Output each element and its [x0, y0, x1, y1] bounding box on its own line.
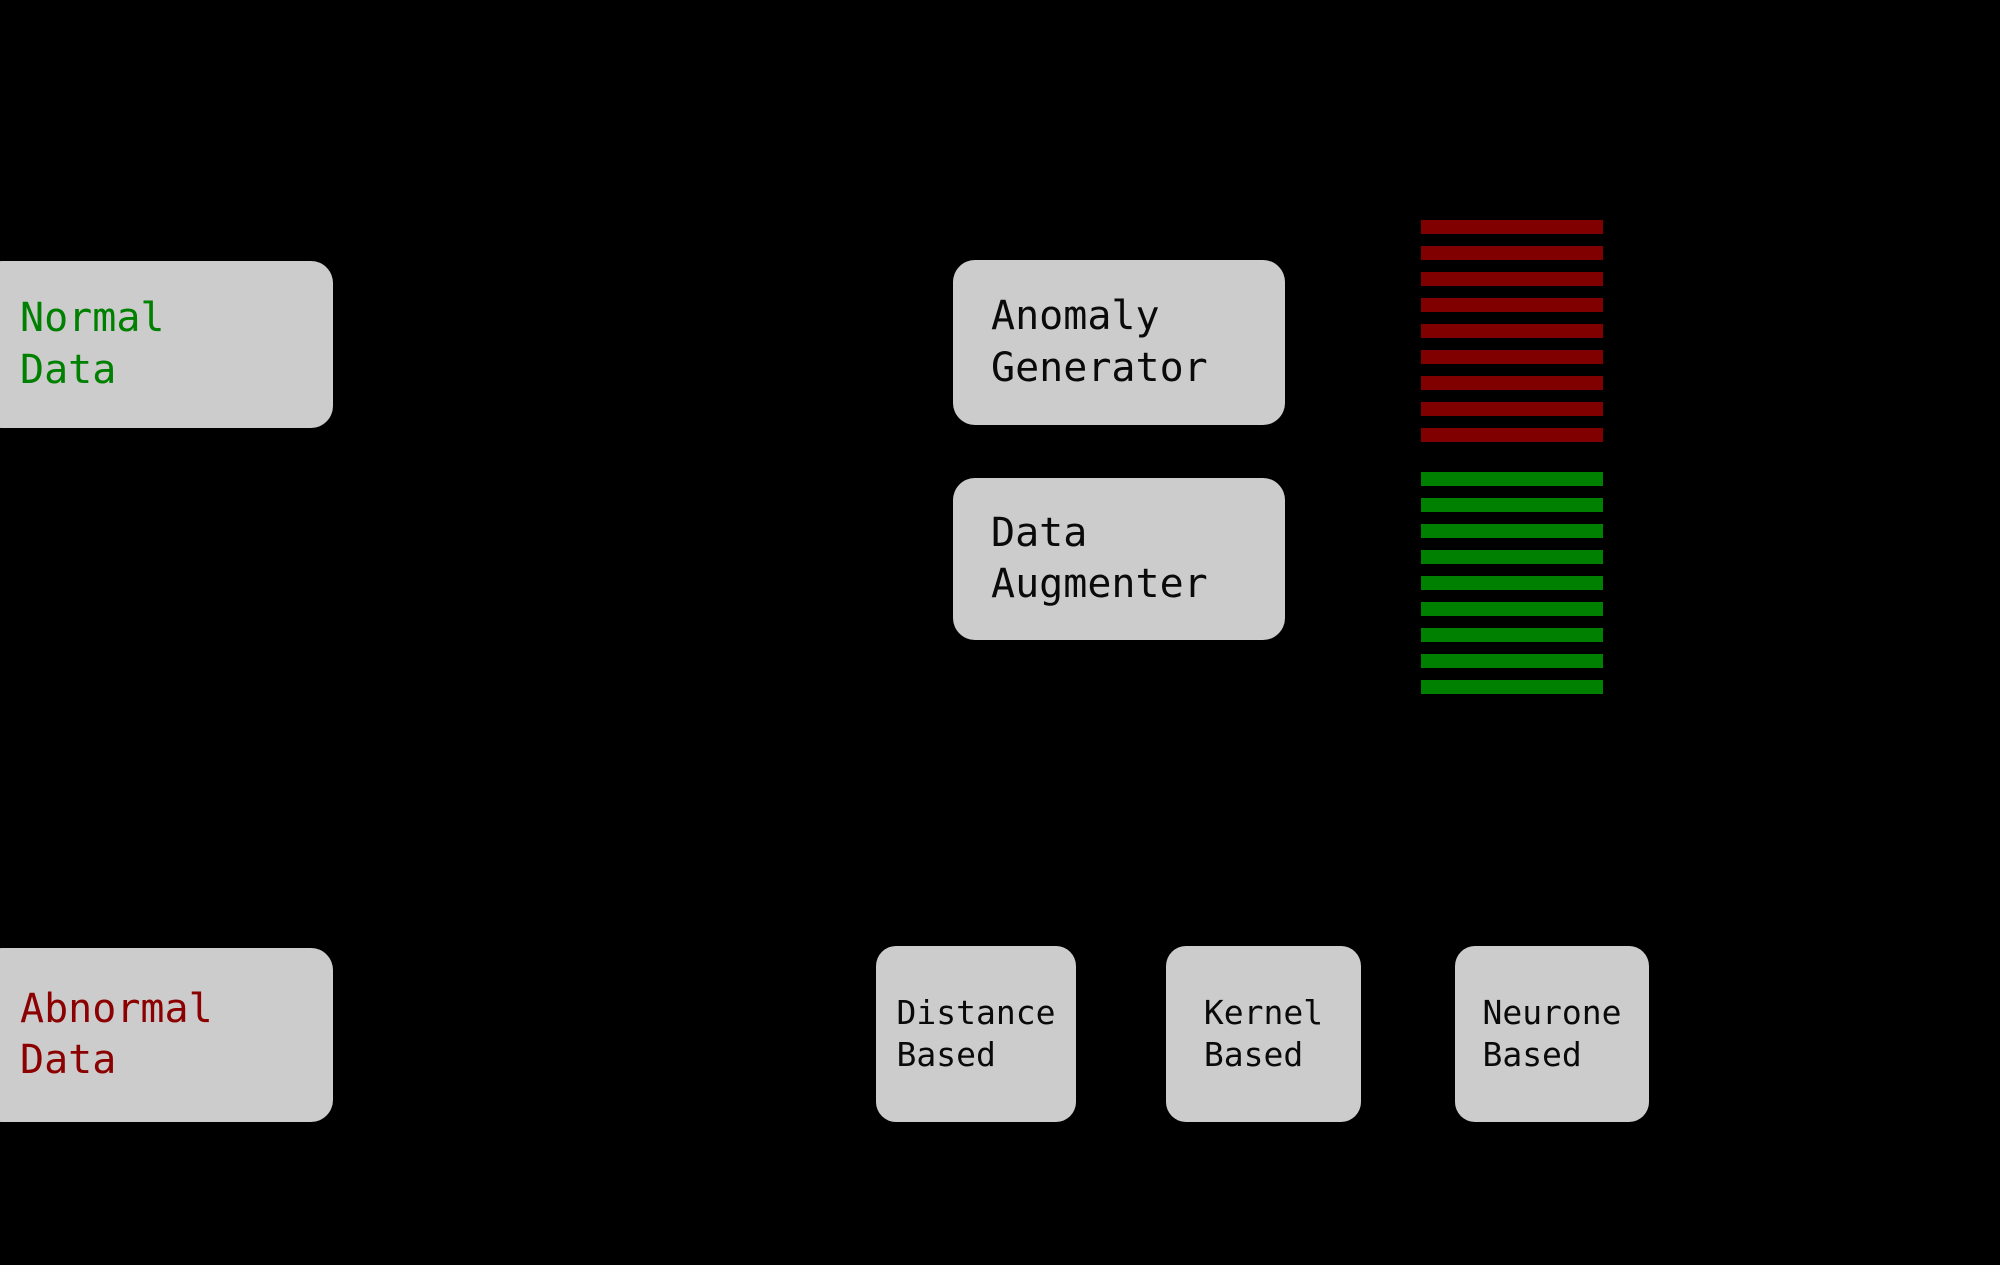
sample-bar [1421, 220, 1603, 234]
node-distance-based-line2: Based [896, 1035, 996, 1074]
node-abnormal-data-line1: Abnormal [20, 985, 213, 1032]
sample-bar [1421, 324, 1603, 338]
sample-bar [1421, 654, 1603, 668]
sample-bar [1421, 576, 1603, 590]
sample-bar [1421, 628, 1603, 642]
sample-bar [1421, 472, 1603, 486]
sample-bar [1421, 376, 1603, 390]
node-data-augmenter[interactable]: Data Augmenter [953, 478, 1285, 640]
sample-bar [1421, 680, 1603, 694]
node-distance-based[interactable]: Distance Based [876, 946, 1076, 1122]
node-kernel-based-text: Kernel Based [1204, 992, 1323, 1076]
node-distance-based-text: Distance Based [897, 992, 1056, 1076]
node-normal-data-line2: Data [20, 346, 117, 393]
sample-bar [1421, 298, 1603, 312]
node-abnormal-data-line2: Data [20, 1037, 117, 1083]
node-anomaly-generator-line2: Generator [991, 344, 1208, 391]
sample-bar [1421, 350, 1603, 364]
node-normal-data[interactable]: Normal Data [0, 261, 333, 428]
node-data-augmenter-line2: Augmenter [991, 561, 1208, 607]
node-neurone-based-text: Neurone Based [1482, 992, 1621, 1076]
sample-bar [1421, 402, 1603, 416]
node-distance-based-line1: Distance [896, 992, 1056, 1032]
node-neurone-based-line2: Based [1482, 1035, 1582, 1074]
sample-bar [1421, 246, 1603, 260]
node-neurone-based-line1: Neurone [1482, 992, 1622, 1032]
node-normal-data-line1: Normal [20, 295, 165, 342]
sample-bar [1421, 498, 1603, 512]
sample-bar [1421, 550, 1603, 564]
sample-bar [1421, 428, 1603, 442]
sample-bar [1421, 272, 1603, 286]
node-kernel-based-line1: Kernel [1203, 992, 1324, 1032]
node-anomaly-generator[interactable]: Anomaly Generator [953, 260, 1285, 425]
node-anomaly-generator-line1: Anomaly [991, 293, 1160, 340]
node-data-augmenter-line1: Data [991, 509, 1088, 556]
sample-bar [1421, 524, 1603, 538]
node-kernel-based-line2: Based [1203, 1035, 1304, 1074]
sample-bar [1421, 602, 1603, 616]
node-neurone-based[interactable]: Neurone Based [1455, 946, 1649, 1122]
node-abnormal-data[interactable]: Abnormal Data [0, 948, 333, 1122]
node-kernel-based[interactable]: Kernel Based [1166, 946, 1361, 1122]
sample-bar-stack-chart [1421, 220, 1603, 694]
